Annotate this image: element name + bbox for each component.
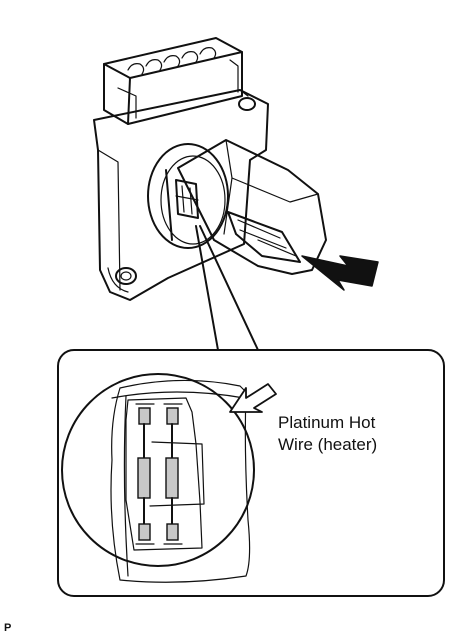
heater-wire-left (135, 403, 155, 545)
detail-arrow-icon (229, 383, 277, 413)
callout-line-2: Wire (heater) (278, 435, 378, 454)
heater-wire-right (163, 403, 183, 545)
sensor-probe (175, 139, 327, 275)
magnifier-circle (61, 373, 255, 567)
detail-view (57, 349, 445, 597)
arrow-icon (301, 255, 379, 291)
detail-leader-lines (195, 225, 259, 351)
platinum-hot-wire-label: Platinum Hot Wire (heater) (278, 412, 428, 456)
sensor-assembly (93, 37, 379, 351)
sensor-neck (147, 143, 229, 249)
corner-mark: P (4, 622, 12, 634)
connector-housing (103, 37, 243, 125)
mounting-flange (93, 89, 269, 301)
callout-line-1: Platinum Hot (278, 413, 376, 432)
